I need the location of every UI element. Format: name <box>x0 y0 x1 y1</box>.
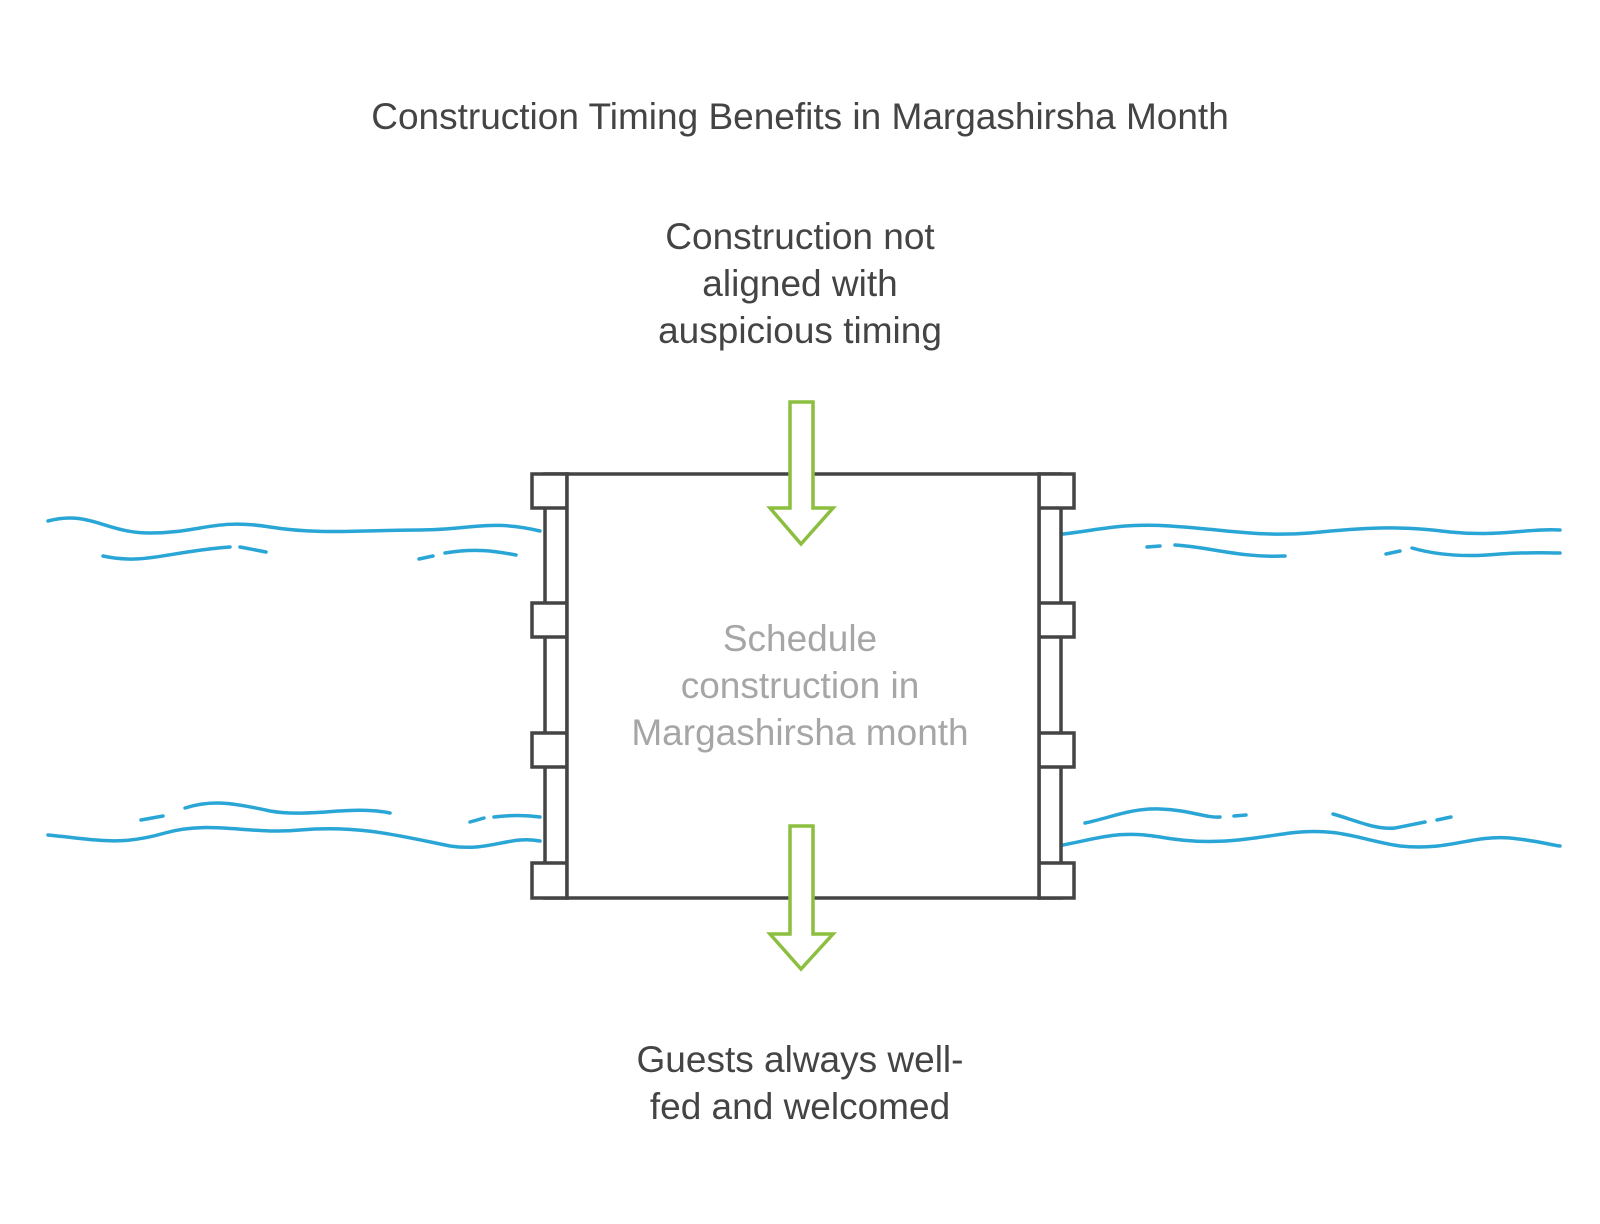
water-wave-icon <box>46 801 542 849</box>
down-arrow-icon <box>766 400 837 547</box>
water-wave-icon <box>46 516 542 561</box>
down-arrow-icon <box>766 824 837 972</box>
input-label: Construction not aligned with auspicious… <box>580 213 1020 354</box>
water-wave-icon <box>1061 523 1562 558</box>
output-label-line: Guests always well- <box>636 1039 964 1080</box>
process-label-line: Schedule <box>722 618 878 659</box>
output-label: Guests always well- fed and welcomed <box>580 1036 1020 1130</box>
output-label-line: fed and welcomed <box>649 1086 951 1127</box>
diagram-title: Construction Timing Benefits in Margashi… <box>371 96 1229 137</box>
process-label-line: Margashirsha month <box>631 712 969 753</box>
input-label-line: Construction not <box>665 216 935 257</box>
process-label: Schedule construction in Margashirsha mo… <box>580 615 1020 756</box>
input-label-line: auspicious timing <box>658 310 942 351</box>
process-label-line: construction in <box>680 665 920 706</box>
input-label-line: aligned with <box>702 263 898 304</box>
water-wave-icon <box>1061 807 1562 849</box>
dam-icon <box>530 472 1076 900</box>
